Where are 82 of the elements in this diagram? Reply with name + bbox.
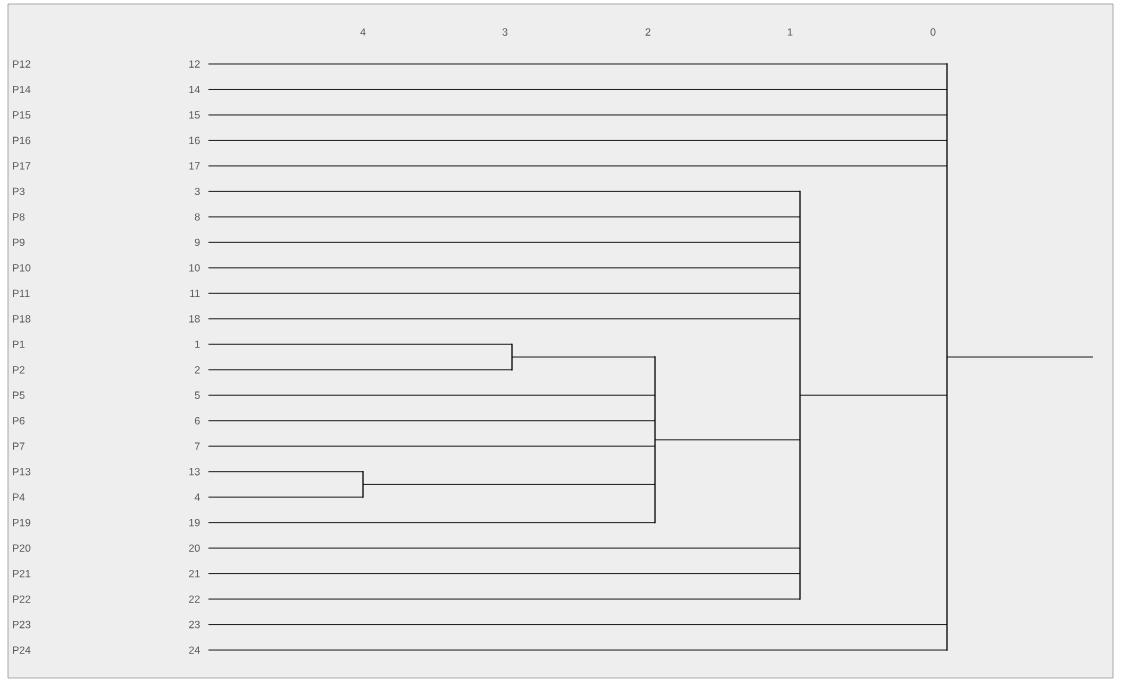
connector-line [207,140,948,141]
row-label: P4 [13,493,25,501]
row-label: P12 [13,60,31,68]
connector-line [207,241,801,243]
row-label: P2 [13,366,25,374]
connector-line [207,624,948,625]
connector-line [207,394,656,396]
leaf-number: 11 [190,289,200,297]
row-label: P9 [13,238,25,247]
row-label: P20 [13,544,31,552]
row-label: P5 [13,391,25,399]
leaf-number: 24 [189,646,200,654]
connector-line [207,471,364,473]
row-label: P22 [13,595,31,603]
row-label: P24 [13,646,31,654]
leaf-number: 6 [194,417,200,425]
connector-line [207,649,948,651]
leaf-number: 20 [189,544,200,552]
row-label: P14 [13,85,31,94]
leaf-number: 18 [189,315,200,323]
row-label: P11 [13,289,30,297]
row-label: P3 [13,187,25,196]
connector-line [207,496,364,498]
row-label: P16 [13,136,31,145]
connector-line [207,114,948,116]
axis-tick-label: 3 [502,28,508,36]
leaf-number: 5 [194,391,200,399]
connector-line [207,343,513,345]
leaf-number: 13 [189,468,200,476]
row-label: P23 [13,620,31,629]
connector-line [207,420,656,422]
row-label: P7 [13,442,25,450]
row-label: P6 [13,417,25,425]
row-label: P10 [13,264,31,272]
axis-tick-label: 0 [930,28,936,36]
leaf-number: 15 [189,111,200,119]
row-label: P18 [13,315,31,323]
connector-line [511,356,656,358]
connector-line [799,394,948,396]
leaf-number: 12 [189,60,200,68]
leaf-number: 17 [189,162,200,170]
connector-line [654,439,801,441]
row-label: P21 [13,569,31,578]
connector-line [207,165,948,167]
connector-line [207,292,801,294]
leaf-number: 4 [194,493,200,501]
connector-line [207,522,656,524]
leaf-number: 7 [194,442,200,450]
row-label: P1 [13,340,25,348]
leaf-number: 19 [189,518,200,527]
leaf-number: 14 [189,85,200,94]
row-label: P19 [13,518,31,527]
connector-line [207,267,801,269]
connector-line [207,89,948,90]
leaf-number: 21 [189,569,200,578]
connector-line [207,190,801,192]
row-label: P15 [13,111,31,119]
connector-line [207,369,513,371]
leaf-number: 23 [189,620,200,629]
axis-tick-label: 4 [360,28,366,36]
connector-line [207,216,801,218]
row-label: P8 [13,213,25,221]
axis-tick-label: 2 [645,28,651,36]
axis-tick-label: 1 [787,28,793,36]
connector-line [946,356,1094,358]
connector-line [207,573,801,575]
connector-line [207,63,948,65]
connector-line [207,547,801,549]
connector-line [207,445,656,447]
leaf-number: 16 [189,136,200,145]
leaf-number: 3 [194,187,200,196]
row-label: P13 [13,468,31,476]
connector-line [207,318,801,320]
leaf-number: 2 [194,366,200,374]
leaf-number: 9 [194,238,200,247]
leaf-number: 22 [189,595,200,603]
row-label: P17 [13,162,31,170]
leaf-number: 10 [189,264,200,272]
leaf-number: 8 [194,213,200,221]
connector-line [362,483,656,485]
leaf-number: 1 [195,340,200,348]
connector-line [207,598,801,600]
